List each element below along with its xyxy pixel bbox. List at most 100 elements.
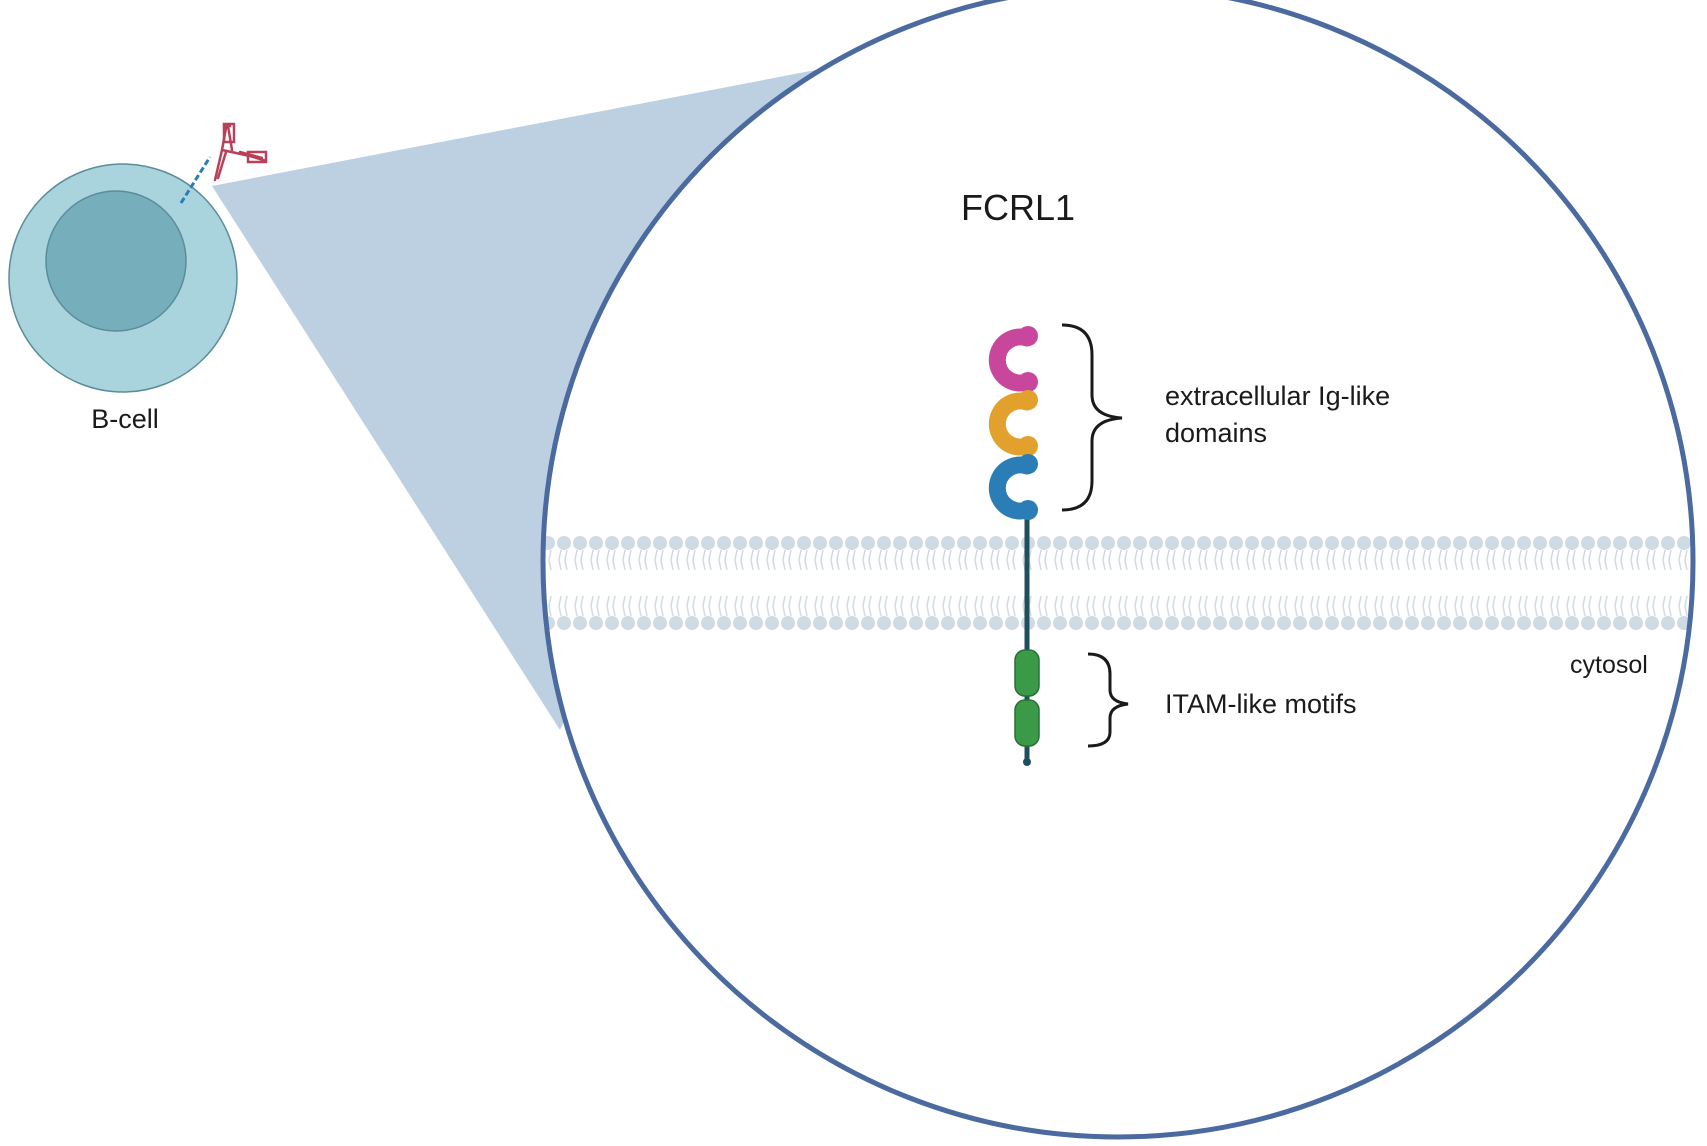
lipid-tail: [804, 549, 808, 571]
lipid-head-outer: [765, 536, 779, 550]
lipid-tail: [1076, 595, 1080, 617]
ig-domain-2-cap-top: [1018, 390, 1038, 410]
lipid-tail: [1198, 595, 1202, 617]
lipid-tail: [1684, 595, 1688, 617]
lipid-head-outer: [1229, 536, 1243, 550]
ig-domain-3-cap-bottom: [1018, 500, 1038, 520]
lipid-tail: [1470, 595, 1474, 617]
lipid-tail: [878, 549, 882, 571]
lipid-tail: [894, 595, 898, 617]
lipid-head-inner: [621, 616, 635, 630]
lipid-head-inner: [573, 616, 587, 630]
lipid-tail: [1214, 549, 1218, 571]
lipid-tail: [1364, 549, 1368, 571]
lipid-tail: [804, 595, 808, 617]
itam-motifs-label: ITAM-like motifs: [1165, 689, 1357, 719]
lipid-tail: [1422, 549, 1426, 571]
lipid-tail: [1358, 549, 1362, 571]
lipid-tail: [1236, 549, 1240, 571]
bracket-icon-itam-motifs: [1087, 652, 1129, 748]
lipid-tail: [548, 549, 552, 571]
lipid-tail: [766, 549, 770, 571]
lipid-tail: [676, 595, 680, 617]
lipid-tail: [580, 595, 584, 617]
lipid-head-inner: [605, 616, 619, 630]
ig-domain-1-cap-bottom: [1018, 372, 1038, 392]
lipid-tail: [628, 549, 632, 571]
lipid-tail: [564, 595, 568, 617]
lipid-tail: [1326, 549, 1330, 571]
lipid-head-outer: [1101, 536, 1115, 550]
lipid-tail: [1508, 595, 1512, 617]
lipid-head-inner: [685, 616, 699, 630]
lipid-head-outer: [1613, 536, 1627, 550]
lipid-tail: [1572, 595, 1576, 617]
lipid-tail: [910, 549, 914, 571]
lipid-tail: [932, 595, 936, 617]
lipid-head-outer: [557, 536, 571, 550]
lipid-tail: [894, 549, 898, 571]
lipid-tail: [846, 549, 850, 571]
lipid-head-outer: [1405, 536, 1419, 550]
lipid-head-outer: [893, 536, 907, 550]
lipid-tail: [1054, 549, 1058, 571]
bracket-icon-ig-domains: [1061, 323, 1123, 512]
lipid-head-inner: [1437, 616, 1451, 630]
lipid-tail: [574, 549, 578, 571]
lipid-head-inner: [1373, 616, 1387, 630]
lipid-tail: [1620, 549, 1624, 571]
lipid-head-inner: [1389, 616, 1403, 630]
lipid-tail: [1230, 595, 1234, 617]
lipid-tail: [702, 595, 706, 617]
lipid-head-outer: [1181, 536, 1195, 550]
lipid-tail: [958, 549, 962, 571]
lipid-tail: [1422, 595, 1426, 617]
lipid-head-inner: [1165, 616, 1179, 630]
lipid-tail: [596, 595, 600, 617]
itam-motif-2: [1014, 699, 1040, 747]
lipid-tail: [1614, 549, 1618, 571]
lipid-head-outer: [621, 536, 635, 550]
lipid-tail: [654, 549, 658, 571]
lipid-head-inner: [637, 616, 651, 630]
lipid-tail: [1348, 595, 1352, 617]
lipid-tail: [916, 549, 920, 571]
lipid-head-outer: [1117, 536, 1131, 550]
lipid-tail: [1268, 549, 1272, 571]
lipid-tail: [1140, 595, 1144, 617]
lipid-tail: [1428, 549, 1432, 571]
lipid-tail: [1492, 549, 1496, 571]
lipid-head-inner: [1341, 616, 1355, 630]
lipid-tail: [1358, 595, 1362, 617]
lipid-tail: [1102, 549, 1106, 571]
lipid-tail: [798, 549, 802, 571]
lipid-head-inner: [1245, 616, 1259, 630]
lipid-tail: [660, 595, 664, 617]
lipid-tail: [1534, 595, 1538, 617]
lipid-tail: [1294, 595, 1298, 617]
lipid-tail: [574, 595, 578, 617]
lipid-head-inner: [749, 616, 763, 630]
ig-domain-1-cap-top: [1018, 326, 1038, 346]
lipid-head-inner: [1053, 616, 1067, 630]
lipid-tail: [1646, 549, 1650, 571]
lipid-head-inner: [1517, 616, 1531, 630]
lipid-head-inner: [813, 616, 827, 630]
lipid-tail: [996, 595, 1000, 617]
lipid-tail: [1300, 549, 1304, 571]
lipid-head-inner: [925, 616, 939, 630]
lipid-head-outer: [1053, 536, 1067, 550]
lipid-head-outer: [1453, 536, 1467, 550]
lipid-head-inner: [717, 616, 731, 630]
lipid-head-outer: [1277, 536, 1291, 550]
lipid-tail: [1598, 595, 1602, 617]
lipid-tail: [612, 595, 616, 617]
lipid-tail: [836, 549, 840, 571]
lipid-tail: [1332, 595, 1336, 617]
lipid-head-inner: [765, 616, 779, 630]
lipid-head-outer: [1517, 536, 1531, 550]
lipid-head-inner: [1581, 616, 1595, 630]
lipid-head-outer: [1677, 536, 1691, 550]
fcrl1-protein: [988, 326, 1040, 766]
lipid-tail: [1630, 549, 1634, 571]
